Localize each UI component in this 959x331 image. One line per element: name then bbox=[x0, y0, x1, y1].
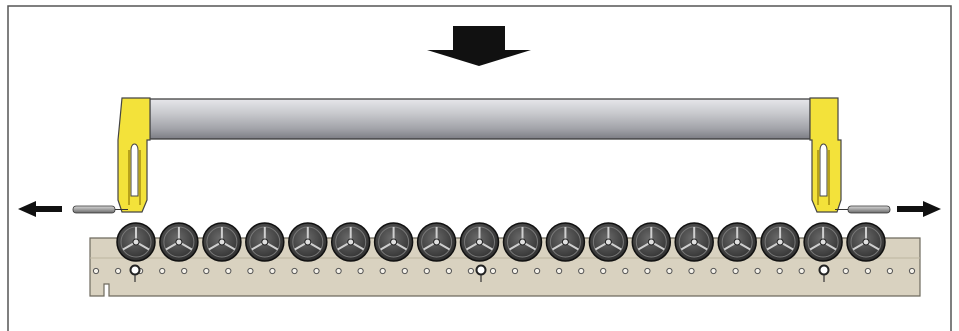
rail-hole bbox=[92, 267, 100, 275]
rail-hole bbox=[864, 267, 872, 275]
arrow-left-icon bbox=[18, 201, 62, 217]
rail-hole bbox=[732, 267, 739, 275]
wheel bbox=[288, 222, 328, 262]
rail-hole bbox=[313, 267, 320, 275]
wheel bbox=[717, 222, 757, 262]
rail-hole bbox=[842, 267, 849, 275]
right-bracket bbox=[809, 97, 842, 213]
rail-hole bbox=[423, 267, 430, 275]
rail-holes bbox=[92, 264, 916, 282]
rail-hole bbox=[908, 267, 916, 275]
wheel bbox=[803, 222, 843, 262]
wheel bbox=[202, 222, 242, 262]
rail-hole bbox=[269, 267, 276, 275]
rail-screw bbox=[818, 264, 830, 282]
rail-hole bbox=[181, 267, 188, 275]
right-pin bbox=[835, 205, 891, 214]
rail-hole bbox=[335, 267, 342, 275]
wheel bbox=[846, 222, 886, 262]
rail-hole bbox=[644, 267, 651, 275]
rail-hole bbox=[776, 267, 783, 275]
rail-hole bbox=[225, 267, 232, 275]
rail-hole bbox=[379, 267, 386, 275]
rail-hole bbox=[357, 267, 364, 275]
rail-hole bbox=[115, 267, 122, 275]
rail-hole bbox=[622, 267, 629, 275]
rail-hole bbox=[534, 267, 541, 275]
rail-hole bbox=[798, 267, 805, 275]
rail-hole bbox=[754, 267, 761, 275]
wheel bbox=[631, 222, 672, 262]
arrow-right-icon bbox=[897, 201, 941, 217]
roller-tube bbox=[149, 98, 811, 140]
wheel bbox=[373, 222, 414, 262]
wheel bbox=[459, 222, 500, 262]
rail-hole bbox=[247, 267, 254, 275]
wheel bbox=[502, 222, 543, 262]
rail-hole bbox=[445, 267, 452, 275]
wheel-row bbox=[116, 222, 886, 262]
arrow-down-icon bbox=[427, 26, 531, 66]
rail-hole bbox=[203, 267, 210, 275]
rail-screw bbox=[129, 264, 141, 282]
wheel bbox=[416, 222, 457, 262]
rail-hole bbox=[489, 267, 497, 275]
wheel bbox=[116, 222, 156, 262]
rail-hole bbox=[511, 267, 519, 275]
rail-hole bbox=[688, 267, 695, 275]
rail-hole bbox=[886, 267, 894, 275]
wheel bbox=[588, 222, 629, 262]
rail-hole bbox=[710, 267, 717, 275]
rail-hole bbox=[556, 267, 563, 275]
wheel bbox=[545, 222, 586, 262]
frame-border bbox=[7, 5, 952, 331]
rail-screw bbox=[475, 264, 487, 282]
wheel bbox=[674, 222, 714, 262]
wheel bbox=[245, 222, 285, 262]
rail-hole bbox=[467, 267, 474, 275]
rail-hole bbox=[401, 267, 408, 275]
rail-hole bbox=[600, 267, 607, 275]
wheel bbox=[159, 222, 199, 262]
rail-hole bbox=[578, 267, 585, 275]
wheel bbox=[760, 222, 800, 262]
rail-hole bbox=[291, 267, 298, 275]
left-pin bbox=[72, 205, 128, 214]
rail-hole bbox=[666, 267, 673, 275]
left-bracket bbox=[117, 97, 151, 213]
rail-hole bbox=[159, 267, 166, 275]
wheel bbox=[330, 222, 371, 262]
